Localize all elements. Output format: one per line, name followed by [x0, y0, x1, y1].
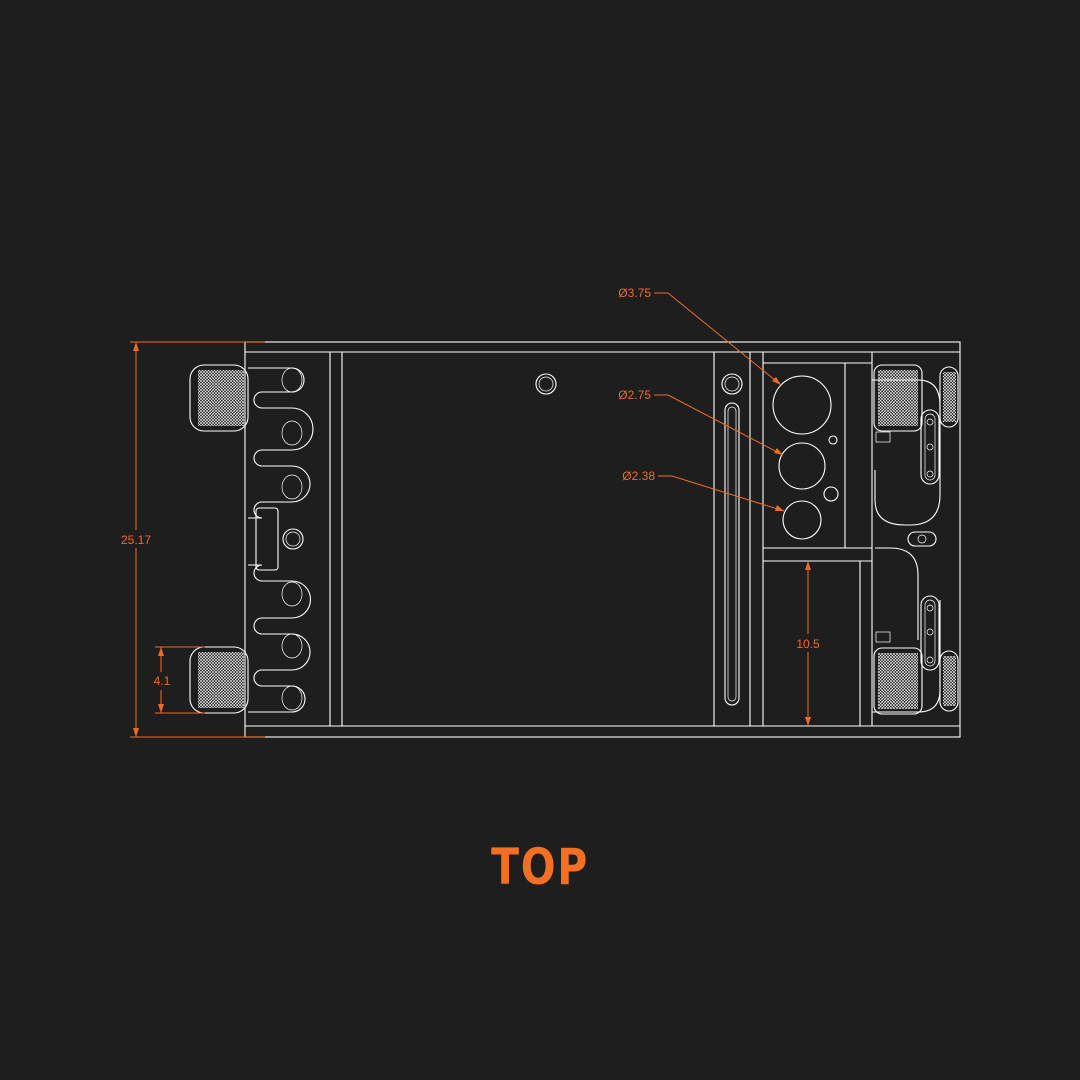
dim-hole-medium: Ø2.75	[618, 388, 784, 456]
dim-knob-height: 4.1	[150, 646, 205, 714]
knob-top-right	[873, 364, 959, 432]
dim-hole-small: Ø2.38	[622, 469, 785, 512]
knob-bottom-left	[189, 646, 249, 714]
knob-bottom-right	[873, 647, 959, 715]
dim-knob-height-label: 4.1	[154, 674, 171, 688]
dim-inner-height-label: 10.5	[796, 637, 820, 651]
port-holes	[772, 375, 839, 540]
body-outline	[244, 341, 961, 738]
dim-hole-large-label: Ø3.75	[618, 286, 651, 300]
cable-slots	[248, 367, 314, 713]
dim-hole-large: Ø3.75	[618, 286, 782, 386]
dim-hole-medium-label: Ø2.75	[618, 388, 651, 402]
dim-overall-height-label: 25.17	[121, 533, 151, 547]
view-title: TOP	[491, 838, 589, 896]
dim-hole-small-label: Ø2.38	[622, 469, 655, 483]
screw-holes	[535, 373, 743, 706]
knob-top-left	[189, 364, 249, 432]
dim-inner-height: 10.5	[792, 561, 824, 726]
dim-overall-height: 25.17	[112, 341, 265, 738]
